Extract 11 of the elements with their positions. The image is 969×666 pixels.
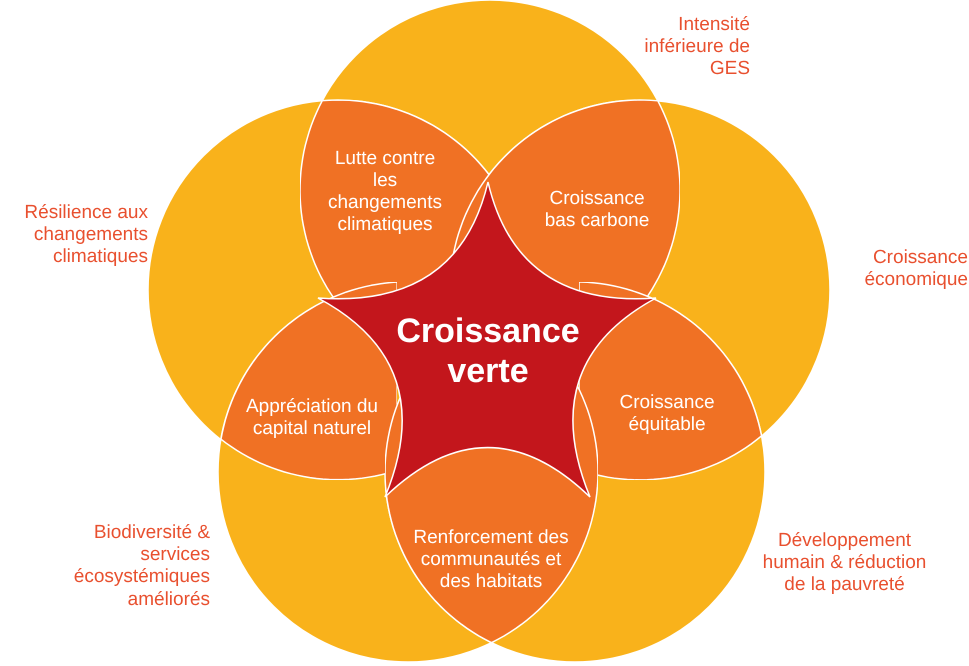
circle-label: Biodiversité & services écosystémiques améliorés xyxy=(72,522,210,611)
circle-label: Croissance économique xyxy=(863,247,968,292)
circle-label: Développement humain & réduction de la pauvreté xyxy=(762,530,927,597)
overlap-label: Appréciation du capital naturel xyxy=(244,396,379,440)
center-label: Croissance verte xyxy=(395,312,581,392)
overlap-label: Lutte contre les changements climatiques xyxy=(326,148,444,236)
overlap-label: Croissance équitable xyxy=(618,392,716,436)
overlap-label: Renforcement des communautés et des habitats xyxy=(412,526,570,594)
circle-label: Intensité inférieure de GES xyxy=(643,14,750,81)
overlap-label: Croissance bas carbone xyxy=(544,188,650,232)
circle-label: Résilience aux changements climatiques xyxy=(23,202,148,269)
